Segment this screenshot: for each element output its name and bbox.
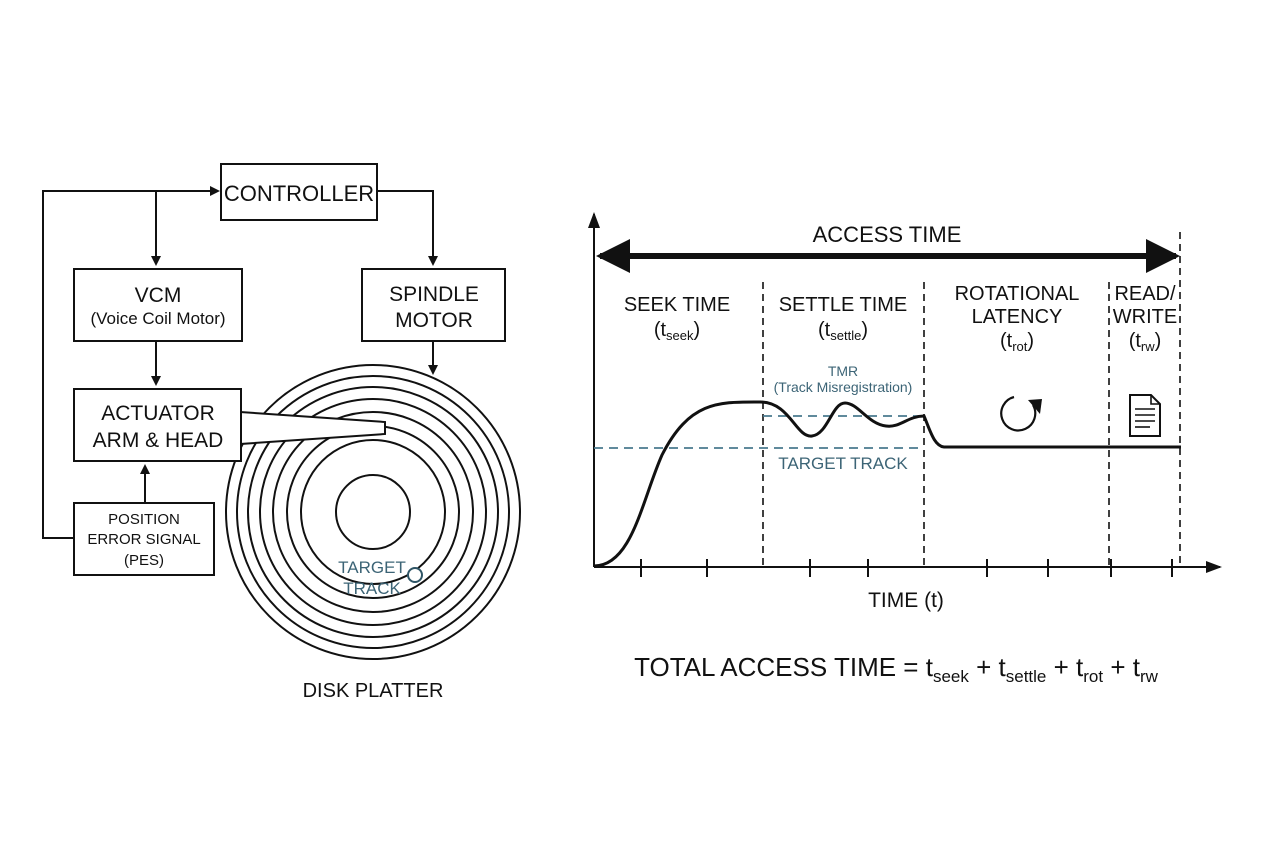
disk-platter-caption: DISK PLATTER [303,680,444,702]
pes-label-line2: ERROR SIGNAL [87,531,200,548]
controller-to-spindle-wire [377,190,438,266]
actuator-box: ACTUATOR ARM & HEAD [73,388,242,462]
vcm-box: VCM (Voice Coil Motor) [73,268,243,342]
settle-time-label: SETTLE TIME (tsettle) [779,294,908,343]
target-track-marker [407,567,423,583]
svg-text:(tsettle): (tsettle) [818,319,868,343]
document-icon [1129,394,1161,437]
rotate-arrow-icon [1000,395,1042,432]
timing-diagram: TIME (t) ACCESS TIME SEEK TIME (tseek) S… [588,212,1222,612]
spindle-label-line2: MOTOR [395,309,473,332]
block-diagram: TARGET TRACK DISK PLATTER CONTROLLER [42,163,521,702]
spindle-motor-box: SPINDLE MOTOR [361,268,506,342]
x-axis [594,559,1222,577]
target-track-line-label: TARGET TRACK [778,454,908,473]
head-position-curve [593,400,1181,568]
svg-text:SEEK TIME: SEEK TIME [624,294,730,316]
segment-dividers [762,232,1181,567]
svg-text:WRITE: WRITE [1113,306,1177,328]
seek-time-label: SEEK TIME (tseek) [624,294,730,343]
read-write-label: READ/ WRITE (trw) [1113,283,1177,354]
target-track-label-line1: TARGET [338,558,406,577]
vcm-title: VCM [135,284,182,307]
actuator-label-line1: ACTUATOR [101,402,215,425]
actuator-label-line2: ARM & HEAD [93,429,224,452]
pes-label-line3: (PES) [124,552,164,569]
controller-label: CONTROLLER [224,181,374,206]
x-axis-label: TIME (t) [868,589,944,612]
svg-text:LATENCY: LATENCY [972,306,1063,328]
feedback-loop-wire [42,186,220,539]
svg-text:(trot): (trot) [1000,330,1034,354]
disk-platter [225,364,521,660]
target-track-label-line2: TRACK [343,579,401,598]
pes-box: POSITION ERROR SIGNAL (PES) [73,502,215,576]
controller-box: CONTROLLER [220,163,378,221]
svg-text:SETTLE TIME: SETTLE TIME [779,294,908,316]
svg-text:(trw): (trw) [1129,330,1162,354]
pes-label-line1: POSITION [108,511,180,528]
actuator-arm [239,410,386,446]
svg-text:READ/: READ/ [1114,283,1176,305]
svg-text:(tseek): (tseek) [654,319,700,343]
tmr-label: TMR [828,363,858,379]
access-time-label: ACCESS TIME [813,222,962,247]
spindle-label-line1: SPINDLE [389,283,479,306]
vcm-subtitle: (Voice Coil Motor) [90,309,225,328]
svg-text:ROTATIONAL: ROTATIONAL [955,283,1080,305]
rotational-latency-label: ROTATIONAL LATENCY (trot) [955,283,1080,354]
total-access-time-formula: TOTAL ACCESS TIME = tseek + tsettle + tr… [634,652,1159,686]
tmr-description: (Track Misregistration) [774,379,913,395]
